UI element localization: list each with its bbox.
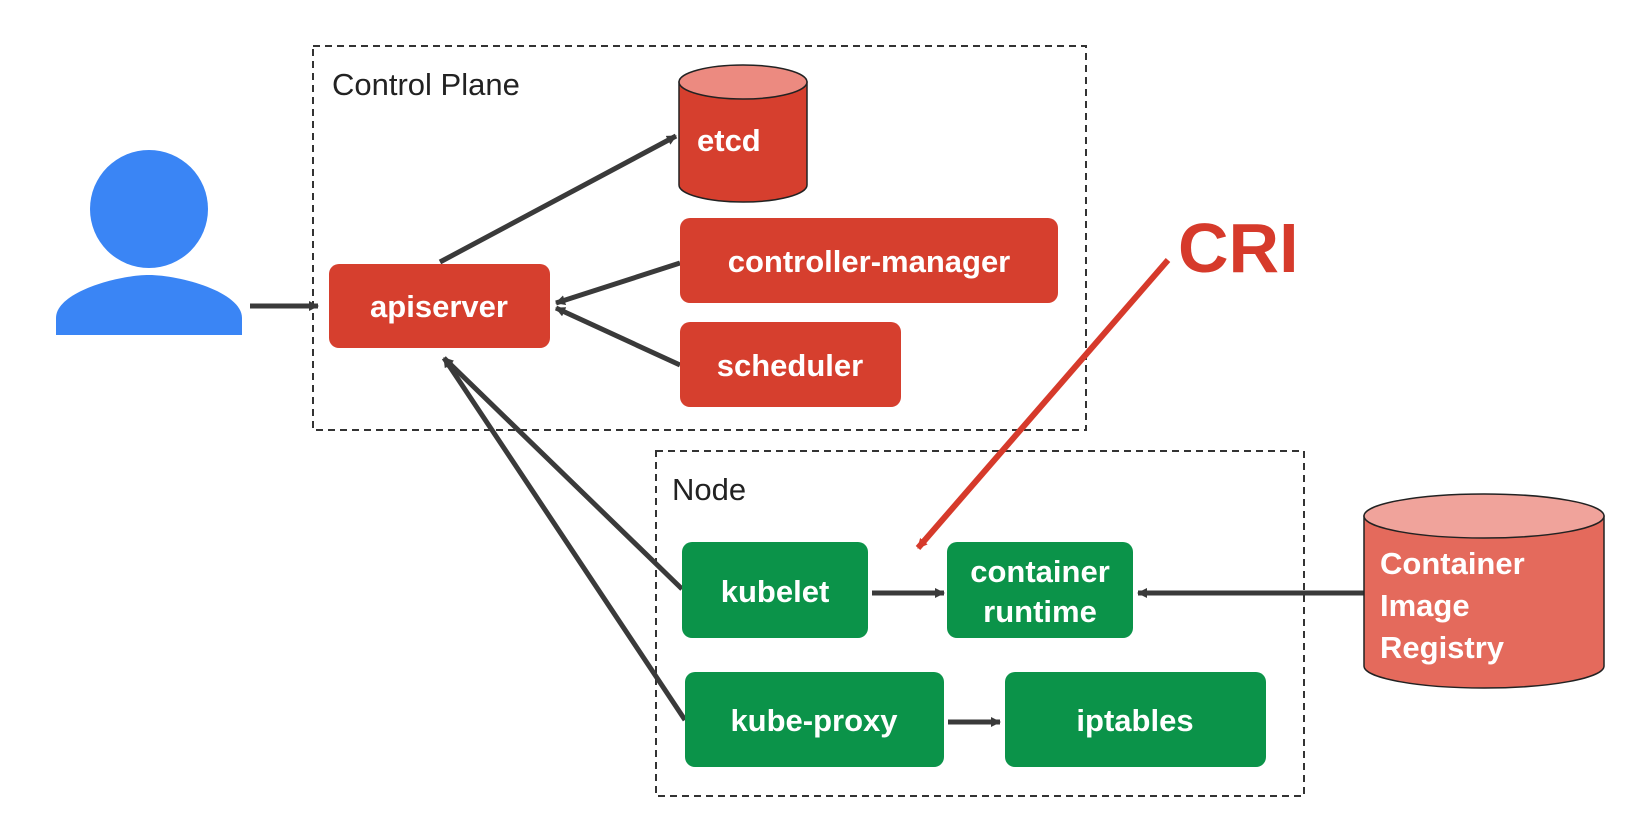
container-runtime-box: container runtime [947, 542, 1133, 638]
apiserver-label: apiserver [370, 289, 508, 324]
user-person-icon [56, 150, 242, 335]
scheduler-box: scheduler [680, 322, 901, 407]
controller-manager-box: controller-manager [680, 218, 1058, 303]
kubelet-to-apiserver-arrow [442, 356, 684, 591]
iptables-box: iptables [1005, 672, 1266, 767]
node-label: Node [672, 472, 746, 507]
control-plane-group: Control Plane [312, 45, 1087, 431]
kube-proxy-box: kube-proxy [685, 672, 944, 767]
kube-proxy-label: kube-proxy [730, 703, 898, 738]
cri-arrow [915, 258, 1171, 550]
registry-label-line2: Image [1380, 588, 1470, 623]
kubelet-label: kubelet [721, 574, 830, 609]
etcd-database: etcd [678, 64, 808, 203]
container-runtime-label-line1: container [970, 554, 1110, 589]
apiserver-box: apiserver [329, 264, 550, 348]
container-runtime-label-line2: runtime [983, 594, 1097, 629]
container-image-registry-database: Container Image Registry [1363, 493, 1605, 689]
apiserver-to-etcd-arrow [438, 133, 678, 265]
controller-manager-to-apiserver-arrow [555, 260, 681, 306]
kube-proxy-to-apiserver-arrow [441, 356, 688, 722]
kubelet-box: kubelet [682, 542, 868, 638]
iptables-label: iptables [1076, 703, 1193, 738]
registry-label-line1: Container [1380, 546, 1525, 581]
registry-label-line3: Registry [1380, 630, 1505, 665]
connector-arrows [250, 133, 1364, 727]
cri-annotation: CRI [915, 209, 1299, 550]
scheduler-label: scheduler [717, 348, 863, 383]
node-group: Node [655, 450, 1305, 797]
etcd-label: etcd [697, 123, 761, 158]
controller-manager-label: controller-manager [728, 244, 1011, 279]
control-plane-label: Control Plane [332, 67, 520, 102]
scheduler-to-apiserver-arrow [554, 305, 682, 368]
cri-label: CRI [1178, 209, 1299, 287]
